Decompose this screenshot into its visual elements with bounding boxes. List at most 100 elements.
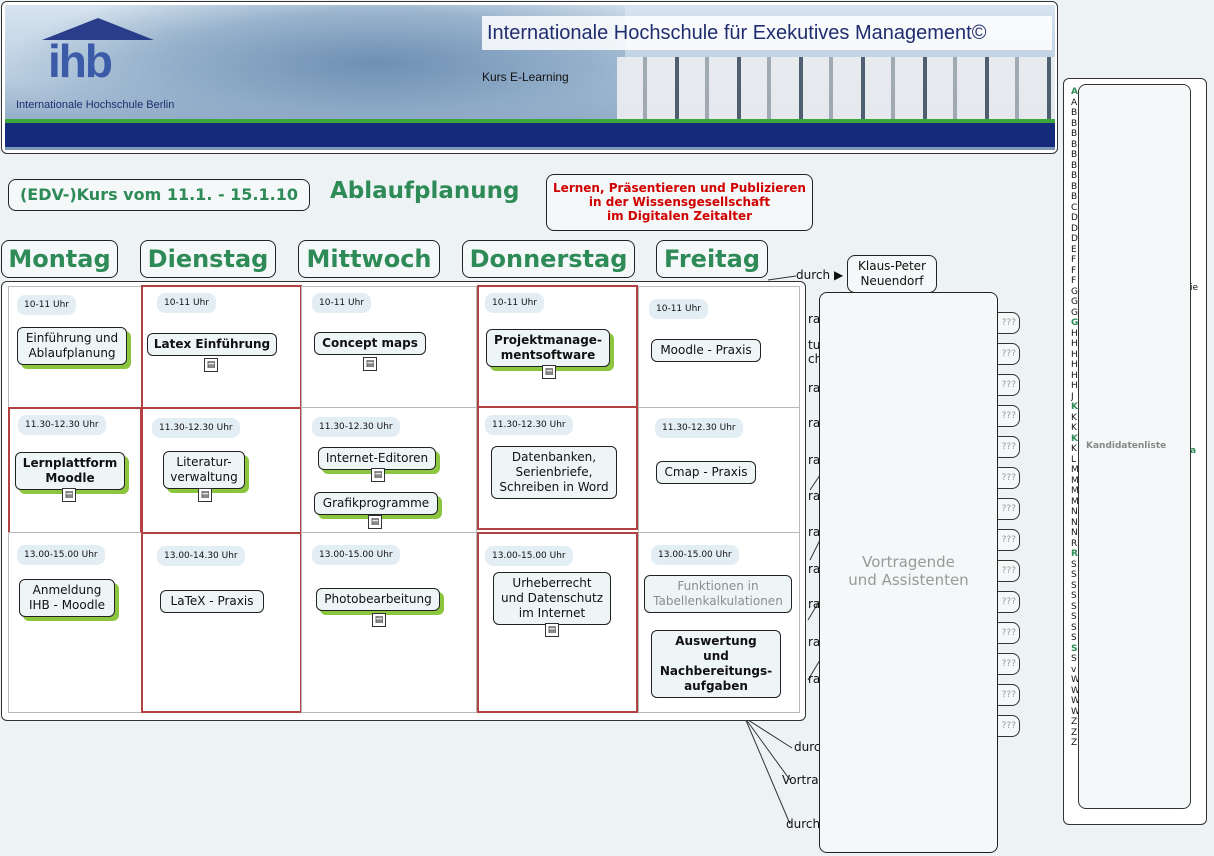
- motto-box[interactable]: Lernen, Präsentieren und Publizieren in …: [546, 174, 813, 231]
- edge-label-vortra: Vortra: [782, 773, 819, 787]
- unknown-node[interactable]: ???: [996, 467, 1020, 489]
- candidate-letter: K: [1071, 444, 1077, 454]
- page-title[interactable]: Ablaufplanung: [330, 178, 520, 204]
- candidate-letter: R: [1071, 549, 1078, 559]
- unknown-node[interactable]: ???: [996, 622, 1020, 644]
- topic-line: Ablaufplanung: [28, 346, 116, 360]
- speaker-node[interactable]: Klaus-Peter Neuendorf: [847, 255, 937, 293]
- cell-tue-2: 11.30-12.30 Uhr Literatur- verwaltung ▤: [141, 407, 302, 534]
- unknown-node[interactable]: ???: [996, 343, 1020, 365]
- unknown-node[interactable]: ???: [996, 560, 1020, 582]
- topic-auswertung[interactable]: Auswertung und Nachbereitungs- aufgaben: [651, 630, 781, 698]
- candidate-letter: J: [1071, 391, 1074, 402]
- vortragende-line: Vortragende: [862, 553, 955, 571]
- day-wednesday[interactable]: Mittwoch: [298, 240, 440, 278]
- topic-concept-maps[interactable]: Concept maps: [314, 332, 426, 355]
- topic-einfuehrung[interactable]: Einführung und Ablaufplanung: [17, 327, 127, 365]
- topic-line: Anmeldung: [32, 583, 102, 597]
- cell-wed-3: 13.00-15.00 Uhr Photobearbeitung ▤: [301, 532, 477, 713]
- time-badge: 11.30-12.30 Uhr: [18, 415, 106, 435]
- topic-tabellenkalkulationen[interactable]: Funktionen in Tabellenkalkulationen: [644, 575, 792, 613]
- unknown-node[interactable]: ???: [996, 498, 1020, 520]
- note-icon[interactable]: ▤: [62, 488, 76, 502]
- topic-internet-editoren[interactable]: Internet-Editoren: [318, 447, 436, 470]
- topic-line: und: [703, 649, 729, 663]
- candidate-letter: W: [1071, 706, 1078, 717]
- day-monday[interactable]: Montag: [1, 240, 118, 278]
- candidate-letter: F: [1071, 255, 1077, 265]
- topic-anmeldung[interactable]: Anmeldung IHB - Moodle: [19, 579, 115, 617]
- banner-green-stripe: [5, 119, 1055, 123]
- topic-datenbanken[interactable]: Datenbanken, Serienbriefe, Schreiben in …: [491, 446, 617, 499]
- candidate-letter: K: [1071, 402, 1078, 412]
- topic-cmap-praxis[interactable]: Cmap - Praxis: [656, 461, 756, 484]
- arrow-right-icon: ▶: [834, 268, 844, 282]
- topic-urheberrecht[interactable]: Urheberrecht und Datenschutz im Internet: [493, 572, 611, 625]
- day-tuesday[interactable]: Dienstag: [140, 240, 276, 278]
- vortragende-line: und Assistenten: [848, 571, 969, 589]
- cell-tue-3: 13.00-14.30 Uhr LaTeX - Praxis: [141, 532, 302, 713]
- candidate-letter: S: [1071, 591, 1077, 601]
- candidate-letter: S: [1071, 633, 1077, 643]
- topic-line: Einführung und: [25, 331, 119, 345]
- time-badge: 11.30-12.30 Uhr: [152, 418, 240, 438]
- cell-fri-2: 11.30-12.30 Uhr Cmap - Praxis: [638, 407, 800, 534]
- topic-photobearbeitung[interactable]: Photobearbeitung: [316, 588, 440, 611]
- edge-label: ra: [808, 381, 821, 395]
- kandidatenliste-label: Kandidatenliste: [1086, 441, 1167, 451]
- note-icon[interactable]: ▤: [371, 468, 385, 482]
- candidate-letter: G: [1071, 307, 1078, 318]
- note-icon[interactable]: ▤: [542, 365, 556, 379]
- candidate-letter: B: [1071, 118, 1078, 129]
- unknown-node[interactable]: ???: [996, 653, 1020, 675]
- candidate-letter: D: [1071, 223, 1078, 234]
- candidate-letter: S: [1071, 570, 1077, 580]
- note-icon[interactable]: ▤: [372, 613, 386, 627]
- topic-latex-einfuehrung[interactable]: Latex Einführung: [147, 333, 277, 356]
- note-icon[interactable]: ▤: [363, 357, 377, 371]
- cell-thu-1: 10-11 Uhr Projektmanage- mentsoftware ▤: [477, 285, 638, 409]
- speaker-line: Neuendorf: [860, 274, 924, 288]
- topic-moodle-praxis[interactable]: Moodle - Praxis: [651, 339, 761, 362]
- kandidatenliste-node[interactable]: [1078, 84, 1191, 809]
- topic-latex-praxis[interactable]: LaTeX - Praxis: [160, 590, 264, 613]
- unknown-node[interactable]: ???: [996, 436, 1020, 458]
- candidate-letter: K: [1071, 433, 1078, 444]
- unknown-node[interactable]: ???: [996, 715, 1020, 737]
- candidate-letter: Z: [1071, 738, 1078, 748]
- unknown-node[interactable]: ???: [996, 591, 1020, 613]
- note-icon[interactable]: ▤: [198, 488, 212, 502]
- edge-label-durch: durch: [796, 268, 831, 282]
- note-icon[interactable]: ▤: [368, 515, 382, 529]
- edge-label: ra: [808, 562, 821, 576]
- candidate-letter: C: [1071, 202, 1078, 213]
- topic-grafikprogramme[interactable]: Grafikprogramme: [314, 492, 438, 515]
- candidate-letter: S: [1071, 654, 1077, 664]
- time-badge: 10-11 Uhr: [312, 293, 372, 313]
- topic-line: Tabellenkalkulationen: [653, 594, 783, 608]
- vortragende-node[interactable]: Vortragende und Assistenten: [819, 292, 998, 853]
- candidate-letter: H: [1071, 349, 1078, 360]
- unknown-node[interactable]: ???: [996, 529, 1020, 551]
- candidate-letter: S: [1071, 643, 1078, 654]
- candidate-letter: B: [1071, 150, 1078, 160]
- unknown-node[interactable]: ???: [996, 374, 1020, 396]
- candidate-letter: W: [1071, 675, 1078, 685]
- unknown-node[interactable]: ???: [996, 405, 1020, 427]
- unknown-node[interactable]: ???: [996, 312, 1020, 334]
- day-thursday[interactable]: Donnerstag: [462, 240, 635, 278]
- note-icon[interactable]: ▤: [204, 358, 218, 372]
- candidate-letter: S: [1071, 612, 1077, 622]
- day-friday[interactable]: Freitag: [656, 240, 768, 278]
- note-icon[interactable]: ▤: [545, 623, 559, 637]
- candidate-letter: B: [1071, 192, 1078, 202]
- topic-literaturverwaltung[interactable]: Literatur- verwaltung: [163, 451, 245, 489]
- topic-projektmanagement[interactable]: Projektmanage- mentsoftware: [486, 329, 610, 367]
- course-title[interactable]: (EDV-)Kurs vom 11.1. - 15.1.10: [8, 179, 310, 211]
- topic-lernplattform[interactable]: Lernplattform Moodle: [15, 452, 125, 490]
- candidate-letter: H: [1071, 339, 1078, 349]
- candidate-letter: M: [1071, 486, 1078, 496]
- unknown-node[interactable]: ???: [996, 684, 1020, 706]
- topic-line: und Datenschutz: [501, 591, 603, 605]
- topic-line: verwaltung: [170, 470, 238, 484]
